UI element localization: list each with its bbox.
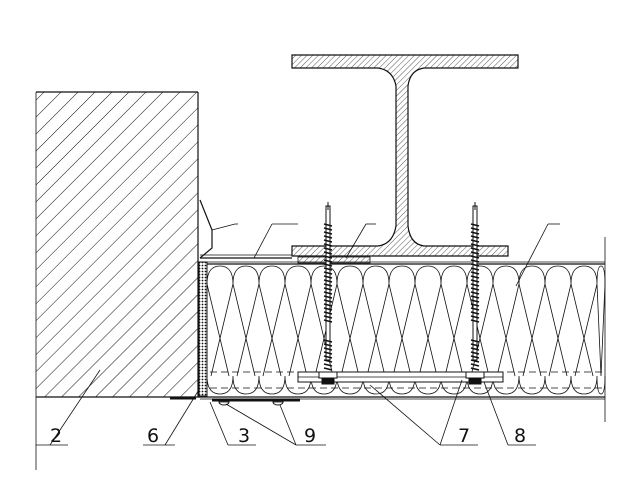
callout-3: 3 [238,425,250,447]
leader-lines [36,223,560,446]
top-liner-sheet [200,256,605,265]
callout-7: 7 [458,425,470,447]
steel-i-beam [291,54,519,257]
rivet-fasteners [170,396,300,406]
wall-filler-strip [198,261,208,397]
masonry-wall [35,91,199,470]
edge-angle-flashing [199,199,292,259]
screw-fastener-left [318,202,338,385]
callout-2: 2 [50,425,62,447]
callout-9: 9 [304,425,316,447]
callout-6: 6 [147,425,159,447]
screw-fastener-right [465,202,485,385]
callout-numbers: 2 6 3 9 7 8 [50,425,526,447]
callout-8: 8 [514,425,526,447]
insulation-layer [206,265,606,395]
